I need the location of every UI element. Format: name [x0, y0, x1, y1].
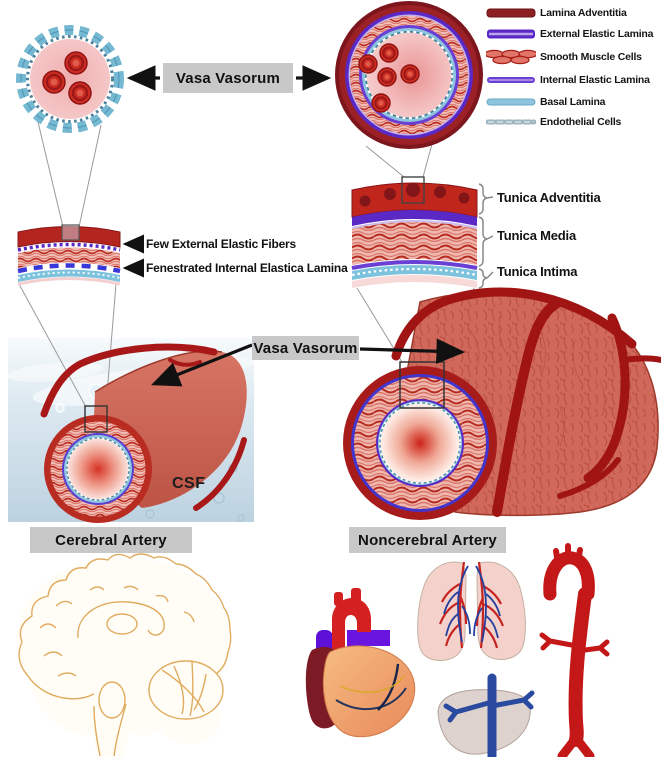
zoom-box [84, 405, 108, 433]
external-elastic-lamina-swatch [487, 29, 535, 39]
legend-label: External Elastic Lamina [540, 28, 654, 40]
legend-item: Smooth Muscle Cells [486, 48, 642, 66]
legend-label: Endothelial Cells [540, 116, 622, 128]
zoom-box [401, 176, 425, 204]
legend-label: Smooth Muscle Cells [540, 51, 642, 63]
vasa-vasorum-arrow-noncerebral-icon [359, 338, 466, 365]
tunica-brackets [478, 183, 494, 289]
zoom-box [61, 224, 80, 241]
large-vessel-cross-section [335, 1, 483, 149]
lamina-adventitia-swatch [486, 8, 536, 18]
annotation-few-external-elastic-fibers: Few External Elastic Fibers [146, 237, 296, 251]
smooth-muscle-cells-swatch [486, 49, 536, 65]
cerebral-artery-title: Cerebral Artery [30, 527, 192, 553]
aorta-illustration [539, 543, 610, 757]
adventitia-vasa-vessels [359, 183, 470, 207]
small-vessel-cross-section [16, 25, 124, 133]
vasa-vasorum-label-top: Vasa Vasorum [163, 63, 293, 93]
heart-illustration [305, 588, 416, 738]
cerebral-wall-section [17, 224, 121, 286]
annotation-tunica-intima: Tunica Intima [497, 264, 578, 279]
noncerebral-wall-section [351, 176, 494, 289]
noncerebral-artery-title: Noncerebral Artery [349, 527, 506, 553]
legend-item: External Elastic Lamina [486, 25, 653, 43]
red-blood-cells [42, 51, 92, 105]
vasa-vasorum-arrow-cerebral-icon [151, 343, 253, 387]
vasa-vasorum-vessels [40, 343, 247, 511]
csf-label: CSF [172, 475, 206, 492]
noncerebral-cross-section [343, 366, 497, 520]
zoom-box [399, 361, 445, 409]
annotation-tunica-adventitia: Tunica Adventitia [497, 190, 601, 205]
noncerebral-artery-figure [343, 287, 661, 520]
cerebral-cross-section [44, 415, 152, 523]
liver-illustration [437, 673, 535, 757]
basal-lamina-swatch [486, 98, 536, 106]
legend-label: Lamina Adventitia [540, 7, 627, 19]
lungs-illustration [417, 561, 526, 661]
red-blood-cells [358, 43, 420, 113]
endothelial-cells-swatch [486, 119, 536, 125]
brain-illustration [17, 553, 232, 757]
annotation-fenestrated-internal-elastica-lamina: Fenestrated Internal Elastica Lamina [146, 261, 348, 275]
vasa-vasorum-label-middle: Vasa Vasorum [252, 336, 359, 360]
legend-item: Lamina Adventitia [486, 4, 627, 22]
cerebral-artery-figure [40, 343, 247, 523]
legend-label: Basal Lamina [540, 96, 606, 108]
annotation-tunica-media: Tunica Media [497, 228, 576, 243]
legend-item: Basal Lamina [486, 93, 605, 111]
legend-item: Internal Elastic Lamina [486, 71, 650, 89]
legend-label: Internal Elastic Lamina [540, 74, 650, 86]
legend-item: Endothelial Cells [486, 113, 621, 131]
wall-label-arrows [122, 234, 145, 278]
internal-elastic-lamina-swatch [487, 77, 535, 83]
vasa-vasorum-vessels [391, 287, 661, 517]
annotation-arrows [126, 65, 466, 387]
